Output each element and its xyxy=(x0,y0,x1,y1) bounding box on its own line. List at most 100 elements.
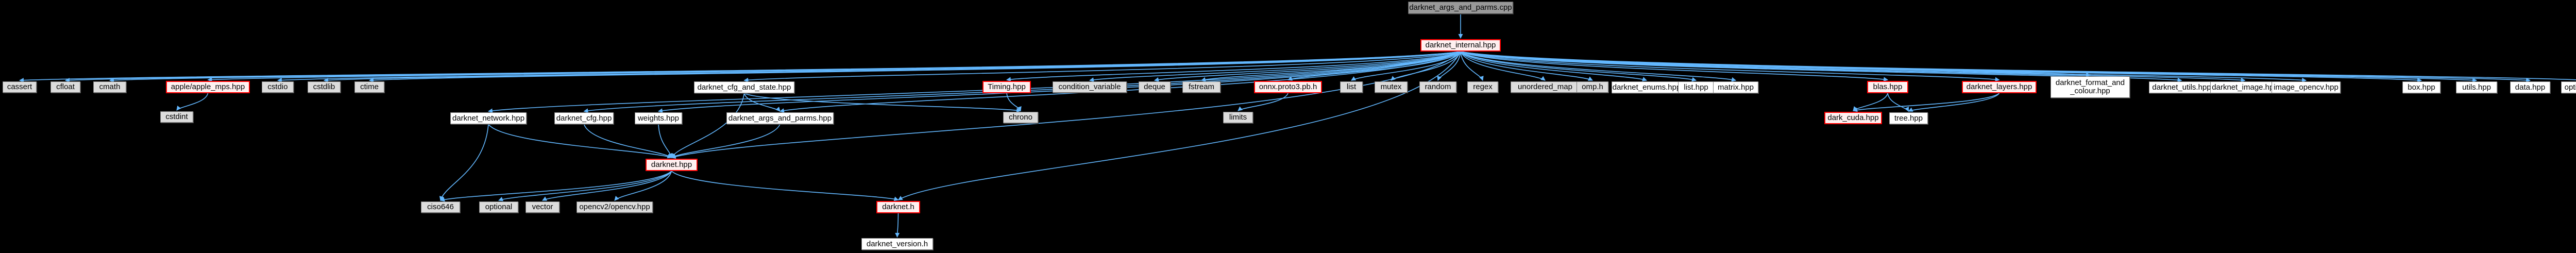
graph-edge xyxy=(897,51,1461,200)
graph-edge xyxy=(1853,93,1888,111)
graph-edge xyxy=(1154,51,1461,82)
graph-edge xyxy=(1201,51,1461,82)
graph-edge xyxy=(1089,51,1461,82)
graph-edge xyxy=(744,93,1021,113)
graph-node-chrono[interactable]: chrono xyxy=(1003,112,1038,123)
graph-edge xyxy=(1351,51,1461,81)
graph-edge xyxy=(671,124,781,158)
graph-node-darknet_hpp[interactable]: darknet.hpp xyxy=(646,159,698,171)
graph-edge xyxy=(658,124,673,158)
graph-node-ciso646[interactable]: ciso646 xyxy=(421,201,460,213)
graph-node-vector[interactable]: vector xyxy=(526,201,560,213)
graph-node-internal[interactable]: darknet_internal.hpp xyxy=(1420,39,1501,52)
graph-edge xyxy=(1460,51,2307,82)
graph-edge xyxy=(498,171,672,201)
graph-edge xyxy=(324,51,1461,83)
graph-edge xyxy=(1391,51,1461,81)
graph-node-root[interactable]: darknet_args_and_parms.cpp xyxy=(1408,2,1513,14)
graph-node-regex[interactable]: regex xyxy=(1467,81,1498,93)
graph-edge xyxy=(65,51,1461,83)
graph-edge xyxy=(1006,51,1461,82)
graph-edge xyxy=(207,51,1461,82)
graph-node-limits[interactable]: limits xyxy=(1223,112,1253,123)
graph-node-list_hpp[interactable]: list.hpp xyxy=(1678,81,1714,93)
graph-edge xyxy=(488,124,672,159)
graph-node-cfloat[interactable]: cfloat xyxy=(50,81,80,93)
graph-node-box[interactable]: box.hpp xyxy=(2402,81,2441,93)
graph-node-cmath[interactable]: cmath xyxy=(93,81,126,93)
graph-node-format_colour[interactable]: darknet_format_and _colour.hpp xyxy=(2050,76,2130,98)
graph-edge xyxy=(1460,51,1647,81)
graph-node-ctime[interactable]: ctime xyxy=(354,81,384,93)
graph-edge xyxy=(895,213,900,238)
graph-node-matrix_hpp[interactable]: matrix.hpp xyxy=(1713,81,1758,93)
graph-edge xyxy=(19,51,1461,83)
graph-node-list[interactable]: list xyxy=(1340,81,1363,93)
graph-node-darknet_layers[interactable]: darknet_layers.hpp xyxy=(1962,81,2037,93)
graph-edge xyxy=(1460,51,1484,81)
graph-node-utils_hpp[interactable]: utils.hpp xyxy=(2456,81,2497,93)
graph-edge xyxy=(743,93,781,112)
graph-node-condition_variable[interactable]: condition_variable xyxy=(1053,81,1127,93)
graph-node-option_list[interactable]: option_list.hpp xyxy=(2561,81,2576,93)
graph-node-apple_mps[interactable]: apple/apple_mps.hpp xyxy=(166,81,250,93)
graph-node-data_hpp[interactable]: data.hpp xyxy=(2510,81,2550,93)
graph-node-blas[interactable]: blas.hpp xyxy=(1867,81,1908,93)
graph-node-opencv2[interactable]: opencv2/opencv.hpp xyxy=(577,201,653,213)
graph-edge xyxy=(1460,51,2091,77)
graph-edge xyxy=(542,171,672,201)
graph-node-cstdint[interactable]: cstdint xyxy=(160,111,193,123)
graph-edge xyxy=(1853,93,2000,112)
graph-node-random[interactable]: random xyxy=(1419,81,1456,93)
graph-edge xyxy=(1460,51,2000,82)
graph-edge xyxy=(1908,93,2000,112)
graph-edge xyxy=(671,93,745,158)
graph-edge xyxy=(583,124,672,158)
graph-node-darknet_version[interactable]: darknet_version.h xyxy=(861,238,933,250)
graph-edge xyxy=(1460,51,2576,80)
graph-node-deque[interactable]: deque xyxy=(1139,81,1171,93)
graph-edge xyxy=(1287,51,1461,81)
graph-node-cstdlib[interactable]: cstdlib xyxy=(308,81,341,93)
graph-node-darknet_network[interactable]: darknet_network.hpp xyxy=(450,112,527,124)
graph-node-cstdio[interactable]: cstdio xyxy=(262,81,294,93)
graph-node-darknet_enums[interactable]: darknet_enums.hpp xyxy=(1612,81,1682,93)
graph-edge xyxy=(277,51,1461,83)
graph-node-cassert[interactable]: cassert xyxy=(3,81,37,93)
graph-edge xyxy=(1437,51,1461,81)
graph-edge xyxy=(369,51,1461,83)
graph-node-args_and_parms_hpp[interactable]: darknet_args_and_parms.hpp xyxy=(726,112,834,124)
graph-edge xyxy=(176,93,209,111)
graph-node-weights[interactable]: weights.hpp xyxy=(635,112,682,124)
graph-node-dark_cuda[interactable]: dark_cuda.hpp xyxy=(1824,112,1882,124)
graph-edge xyxy=(1460,51,2477,82)
graph-node-optional[interactable]: optional xyxy=(479,201,518,213)
graph-edge xyxy=(1460,51,1736,82)
graph-node-darknet_utils[interactable]: darknet_utils.hpp xyxy=(2149,81,2214,93)
graph-node-onnx[interactable]: onnx.proto3.pb.h xyxy=(1254,81,1322,93)
graph-node-unordered_map[interactable]: unordered_map xyxy=(1511,81,1580,93)
graph-node-tree_hpp[interactable]: tree.hpp xyxy=(1889,112,1928,124)
graph-edge xyxy=(614,171,672,201)
graph-node-cfg_and_state[interactable]: darknet_cfg_and_state.hpp xyxy=(694,81,794,93)
graph-node-darknet_cfg[interactable]: darknet_cfg.hpp xyxy=(554,112,614,124)
graph-node-darknet_image_alt[interactable]: darknet_image.hpp xyxy=(2210,81,2280,93)
graph-edge xyxy=(440,171,672,202)
graph-edge xyxy=(1460,51,1888,82)
graph-edge xyxy=(1460,51,1697,82)
graph-node-mutex[interactable]: mutex xyxy=(1375,81,1408,93)
graph-edge xyxy=(1887,93,1909,112)
graph-edge xyxy=(1238,93,1289,111)
graph-edge xyxy=(671,171,899,201)
graph-edge xyxy=(439,124,489,201)
graph-node-image_opencv[interactable]: image_opencv.hpp xyxy=(2272,81,2341,93)
graph-node-fstream[interactable]: fstream xyxy=(1182,81,1221,93)
graph-edge xyxy=(1460,51,2422,82)
graph-node-darknet_h[interactable]: darknet.h xyxy=(876,201,920,213)
graph-node-omp[interactable]: omp.h xyxy=(1577,81,1608,93)
graph-edge xyxy=(743,51,1461,82)
graph-edge xyxy=(1006,93,1022,111)
graph-edge xyxy=(109,51,1461,83)
graph-node-timing[interactable]: Timing.hpp xyxy=(982,81,1031,93)
